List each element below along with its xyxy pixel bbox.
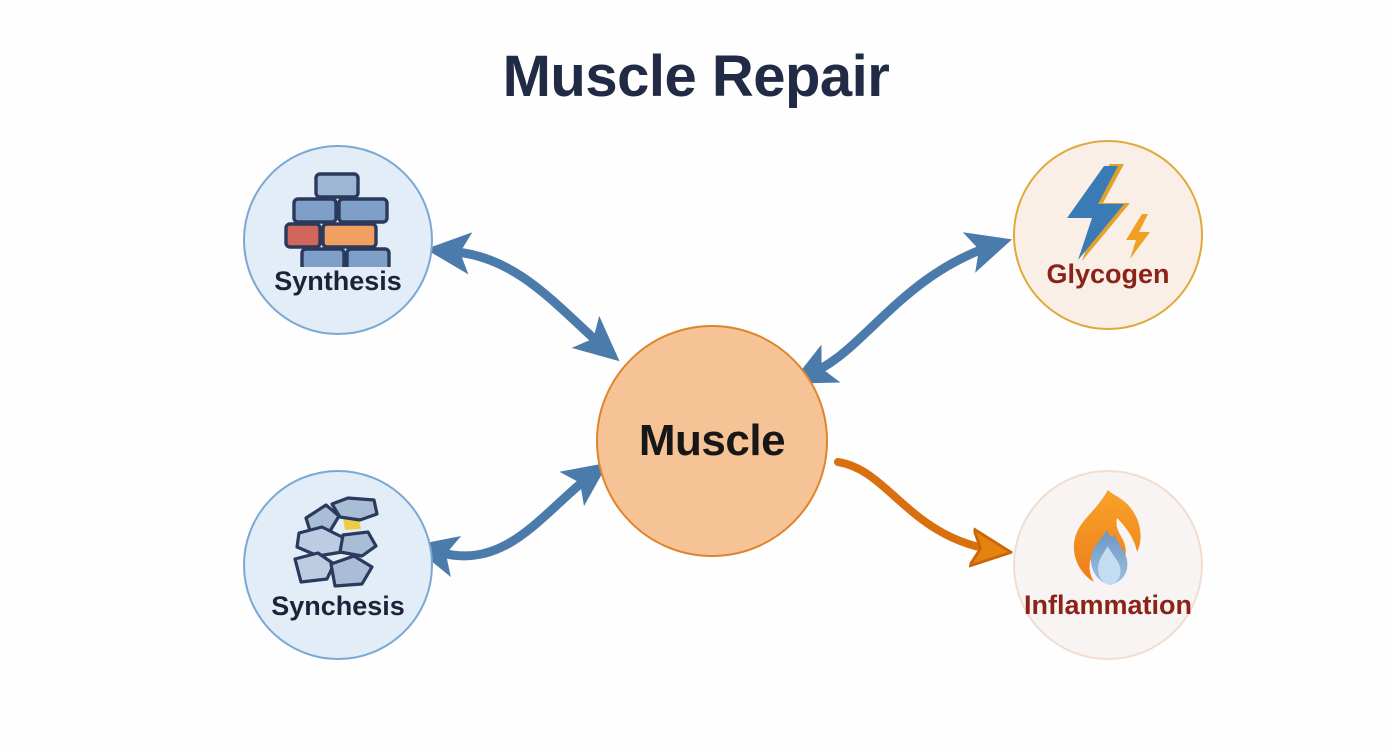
node-inflammation[interactable]: Inflammation [1013,470,1203,660]
page-title: Muscle Repair [502,44,890,109]
muscle-node[interactable]: Muscle [596,325,828,557]
node-label-glycogen: Glycogen [1046,259,1170,289]
flame-icon [1073,490,1141,585]
connector-muscle-synthesis [425,232,620,362]
muscle-node-label: Muscle [638,416,786,465]
connector-muscle-glycogen [790,232,1013,384]
node-synthesis[interactable]: Synthesis [243,145,433,335]
node-synchesis[interactable]: Synchesis [243,470,433,660]
brick-wall-icon [284,172,391,267]
connector-muscle-synchesis [412,462,609,578]
node-label-inflammation: Inflammation [1023,590,1193,620]
connector-muscle-inflammation [834,458,1000,551]
node-glycogen[interactable]: Glycogen [1013,140,1203,330]
node-label-synchesis: Synchesis [271,591,405,621]
protein-chain-icon [293,496,379,588]
lightning-bolt-icon [1067,164,1150,261]
node-label-synthesis: Synthesis [274,266,402,296]
